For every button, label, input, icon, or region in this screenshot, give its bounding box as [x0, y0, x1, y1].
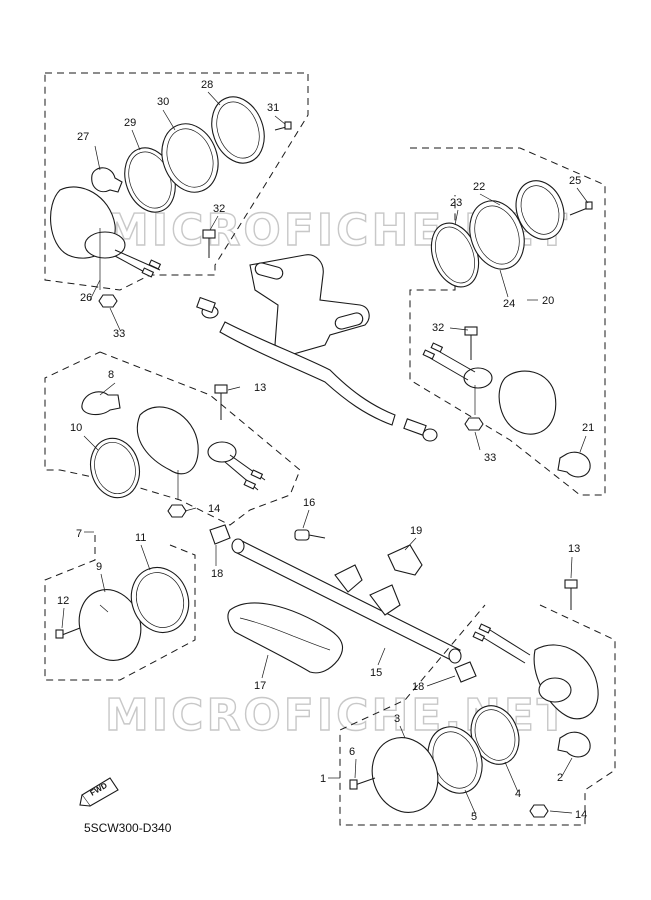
- callout-9: 9: [96, 561, 102, 573]
- drawing-code: 5SCW300-D340: [84, 821, 172, 835]
- callout-21: 21: [582, 422, 594, 434]
- cover-17: [227, 602, 344, 674]
- rim-24: [469, 200, 525, 270]
- callout-7: 7: [76, 528, 82, 540]
- ring-10: [90, 437, 140, 499]
- rim-11: [130, 566, 190, 634]
- callout-32: 32: [213, 203, 225, 215]
- callout-25: 25: [569, 175, 581, 187]
- callout-33b: 33: [484, 452, 496, 464]
- callout-16: 16: [303, 497, 315, 509]
- callout-4: 4: [515, 788, 521, 800]
- front-stay: [209, 524, 477, 683]
- callout-3: 3: [394, 713, 400, 725]
- callout-20: 20: [542, 295, 554, 307]
- collar-18-top: [209, 524, 231, 545]
- callouts: 1 2 3 4 5 6 7 8 9 10 11 12 13 13 14 14 1…: [57, 79, 594, 823]
- lens-3: [371, 737, 439, 813]
- lens-22: [515, 180, 565, 240]
- bulb-2: [557, 731, 591, 758]
- callout-28: 28: [201, 79, 213, 91]
- callout-26: 26: [80, 292, 92, 304]
- group-lower-left-lens: [44, 535, 196, 681]
- callout-17: 17: [254, 680, 266, 692]
- callout-22: 22: [473, 181, 485, 193]
- callout-30: 30: [157, 96, 169, 108]
- callout-33: 33: [113, 328, 125, 340]
- bulb-21: [557, 451, 591, 478]
- callout-8: 8: [108, 369, 114, 381]
- callout-13b: 13: [568, 543, 580, 555]
- callout-14b: 14: [575, 809, 587, 821]
- bulb-27: [91, 167, 123, 193]
- callout-11: 11: [135, 532, 146, 544]
- callout-24: 24: [503, 298, 515, 310]
- callout-13: 13: [254, 382, 266, 394]
- callout-5: 5: [471, 811, 477, 823]
- callout-12: 12: [57, 595, 69, 607]
- group-rear-left-signal: [44, 72, 309, 308]
- callout-10: 10: [70, 422, 82, 434]
- callout-18: 18: [211, 568, 223, 580]
- callout-15: 15: [370, 667, 382, 679]
- center-bracket: [196, 254, 438, 442]
- callout-19: 19: [410, 525, 422, 537]
- group-front-right-signal: [339, 579, 616, 826]
- clamp-19: [387, 544, 423, 576]
- callout-18b: 18: [412, 681, 424, 693]
- callout-23: 23: [450, 197, 462, 209]
- fwd-arrow-icon: FWD: [79, 777, 119, 807]
- housing: [136, 406, 199, 475]
- group-front-left-signal: [44, 351, 301, 526]
- callout-1: 1: [320, 773, 326, 785]
- lens-28: [211, 96, 265, 164]
- bulb-8: [81, 391, 121, 416]
- group-rear-right-signal: [409, 147, 606, 496]
- collar-18-bottom: [454, 661, 477, 683]
- callout-6: 6: [349, 746, 355, 758]
- housing-20: [498, 370, 557, 435]
- callout-14: 14: [208, 503, 220, 515]
- callout-29: 29: [124, 117, 136, 129]
- callout-27: 27: [77, 131, 89, 143]
- callout-32b: 32: [432, 322, 444, 334]
- callout-31: 31: [267, 102, 279, 114]
- callout-2: 2: [557, 772, 563, 784]
- rim-30: [161, 123, 219, 193]
- leader-lines: [61, 91, 589, 816]
